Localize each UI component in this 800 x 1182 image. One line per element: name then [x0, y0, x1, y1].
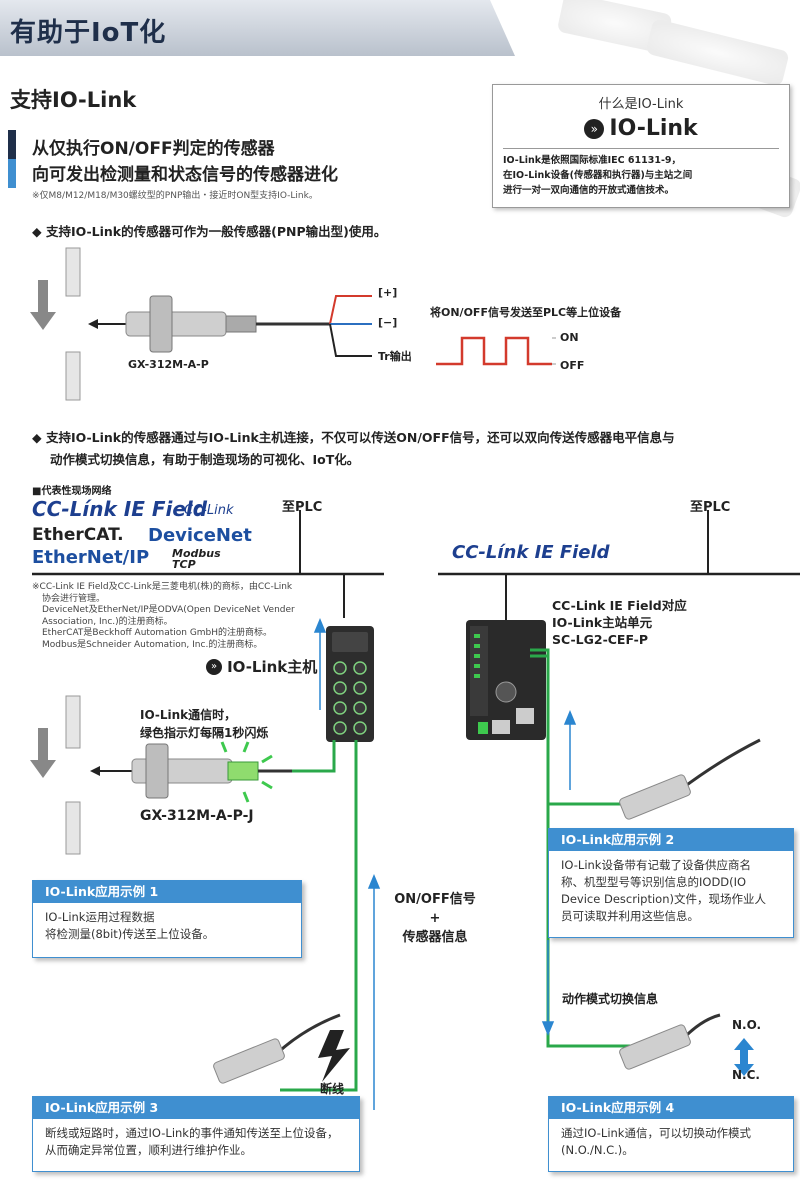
to-plc-right: 至PLC — [690, 500, 731, 515]
target-plate-bottom-2 — [65, 801, 81, 855]
io-link-logo-icon-small: » — [206, 658, 222, 675]
io-link-master-label: » IO-Link主机 — [206, 656, 317, 676]
example-title-4: IO-Link应用示例 4 — [549, 1097, 793, 1119]
comm-note-line-1: IO-Link通信时， — [140, 708, 237, 722]
signal-label-line-1: ON/OFF信号 — [394, 892, 476, 907]
target-plate-bottom — [65, 351, 81, 401]
example-text: 断线或短路时，通过IO-Link的事件通知传送至上位设备， — [45, 1126, 339, 1140]
ethercat-logo: EtherCAT. — [32, 525, 124, 545]
ethernet-ip-logo: EtherNet/IP — [32, 547, 150, 568]
field-sensor-bottom-right-icon — [619, 1013, 721, 1070]
signal-label-plus: + — [429, 911, 441, 926]
lead-accent-bar — [8, 130, 16, 188]
cc-link-ie-field-logo: CC-Línk IE Field — [32, 497, 208, 521]
sensor-model-2: GX-312M-A-P-J — [140, 808, 254, 824]
wire-break-icon — [318, 1030, 350, 1082]
trademark-note: EtherCAT是Beckhoff Automation GmbH的注册商标。 — [42, 628, 273, 638]
sensor-left-arrow-icon-2 — [90, 766, 132, 776]
example-text: 员可读取并利用这些信息。 — [561, 909, 699, 923]
io-link-sensor-icon — [131, 741, 273, 803]
example-text: IO-Link运用过程数据 — [45, 910, 155, 924]
trademark-note: DeviceNet及EtherNet/IP是ODVA(Open DeviceNe… — [42, 605, 295, 615]
example-title-3: IO-Link应用示例 3 — [33, 1097, 359, 1119]
label-minus: [−] — [378, 316, 398, 329]
trademark-note: Association, Inc.)的注册商标。 — [42, 616, 173, 627]
sensor-left-arrow-icon — [88, 319, 126, 329]
cc-link-ie-field-logo-right: CC-Línk IE Field — [452, 542, 610, 563]
title-band — [0, 0, 515, 56]
example-text: Device Description)文件，现场作业人 — [561, 892, 766, 906]
lead-line-2: 向可发出检测量和状态信号的传感器进化 — [32, 165, 338, 185]
comm-note-line-2: 绿色指示灯每隔1秒闪烁 — [140, 726, 269, 740]
example-text: IO-Link设备带有记载了设备供应商名 — [561, 858, 751, 872]
unit-desc-line-1: CC-Link IE Field对应 — [552, 598, 687, 613]
on-off-signal-wave — [436, 336, 552, 366]
io-link-info-box: 什么是IO-Link » IO-Link IO-Link是依照国际标准IEC 6… — [492, 84, 790, 208]
io-link-info-line: IO-Link是依照国际标准IEC 61131-9， — [503, 155, 682, 166]
io-link-logo-icon: » — [584, 118, 605, 139]
mode-switch-label: 动作模式切换信息 — [562, 992, 659, 1006]
label-on: ON — [560, 331, 579, 344]
label-tr-output: Tr输出 — [378, 350, 412, 363]
io-link-master-text: IO-Link主机 — [227, 658, 318, 676]
field-sensor-top-right-icon — [619, 738, 761, 820]
send-to-plc-text: 将ON/OFF信号发送至PLC等上位设备 — [430, 306, 622, 319]
target-plate-top-2 — [65, 695, 81, 749]
wire-positive — [329, 295, 372, 325]
io-link-info-heading: 什么是IO-Link — [598, 97, 684, 112]
movement-arrow-icon — [30, 280, 56, 330]
label-no: N.O. — [732, 1018, 762, 1032]
example-box-1: IO-Link应用示例 1 IO-Link运用过程数据 将检测量(8bit)传送… — [32, 880, 302, 958]
trademark-note: 协会进行管理。 — [42, 593, 106, 604]
proximity-sensor-icon — [125, 295, 257, 353]
diagram-general-use — [30, 247, 556, 401]
unit-model: SC-LG2-CEF-P — [552, 632, 648, 647]
example-text: 通过IO-Link通信，可以切换动作模式 — [561, 1126, 751, 1140]
page-title: 有助于IoT化 — [10, 18, 167, 48]
field-sensor-bottom-left-icon — [213, 1013, 341, 1084]
example-text: 称、机型型号等识别信息的IODD(IO — [561, 875, 747, 889]
io-link-info-line: 在IO-Link设备(传感器和执行器)与主站之间 — [503, 170, 693, 181]
example-box-3: IO-Link应用示例 3 断线或短路时，通过IO-Link的事件通知传送至上位… — [32, 1096, 360, 1172]
example-title-1: IO-Link应用示例 1 — [33, 881, 301, 903]
bullet-io-link-master-line-2: 动作模式切换信息，有助于制造现场的可视化、IoT化。 — [50, 452, 360, 467]
mode-switch-arrows-icon — [734, 1038, 754, 1076]
lead-line-1: 从仅执行ON/OFF判定的传感器 — [32, 139, 275, 159]
label-plus: [+] — [378, 286, 398, 299]
to-plc-left: 至PLC — [282, 500, 323, 515]
diagram-io-link-network — [30, 510, 800, 1110]
example-title-2: IO-Link应用示例 2 — [549, 829, 793, 851]
io-link-info-line: 进行一对一双向通信的开放式通信技术。 — [503, 185, 675, 196]
sensor-model-1: GX-312M-A-P — [128, 358, 209, 371]
lead-note: ※仅M8/M12/M18/M30螺纹型的PNP输出・接近时ON型支持IO-Lin… — [32, 191, 318, 201]
modbus-tcp-logo: Modbus TCP — [172, 547, 221, 571]
cc-link-logo: CC-Link — [184, 503, 234, 518]
label-nc: N.C. — [732, 1068, 760, 1082]
example-text: (N.O./N.C.)。 — [561, 1143, 634, 1157]
io-link-master-unit — [466, 620, 546, 740]
bullet-io-link-master-line-1: ◆ 支持IO-Link的传感器通过与IO-Link主机连接，不仅可以传送ON/O… — [32, 430, 675, 445]
io-link-master-hub — [326, 626, 374, 742]
target-plate-top — [65, 247, 81, 297]
example-text: 从而确定异常位置，顺利进行维护作业。 — [45, 1143, 252, 1157]
example-box-4: IO-Link应用示例 4 通过IO-Link通信，可以切换动作模式 (N.O.… — [548, 1096, 794, 1172]
devicenet-logo: DeviceNet — [148, 525, 252, 546]
section-title: 支持IO-Link — [10, 88, 137, 112]
example-box-2: IO-Link应用示例 2 IO-Link设备带有记载了设备供应商名 称、机型型… — [548, 828, 794, 938]
networks-heading: ■代表性现场网络 — [32, 486, 112, 497]
unit-desc-line-2: IO-Link主站单元 — [552, 615, 653, 630]
example-text: 将检测量(8bit)传送至上位设备。 — [45, 927, 215, 941]
label-off: OFF — [560, 359, 585, 372]
movement-arrow-icon-2 — [30, 728, 56, 778]
signal-label-line-2: 传感器信息 — [402, 930, 468, 945]
wire-break-label: 断线 — [320, 1082, 345, 1096]
bullet-general-sensor: ◆ 支持IO-Link的传感器可作为一般传感器(PNP输出型)使用。 — [32, 224, 387, 239]
trademark-note: Modbus是Schneider Automation, Inc.的注册商标。 — [42, 639, 263, 650]
wire-output — [329, 323, 372, 357]
io-link-logo-text: IO-Link — [609, 116, 698, 141]
io-link-logo: » IO-Link — [493, 116, 789, 142]
data-flow-arrows — [313, 618, 577, 1110]
trademark-note: ※CC-Link IE Field及CC-Link是三菱电机(株)的商标，由CC… — [32, 582, 293, 592]
